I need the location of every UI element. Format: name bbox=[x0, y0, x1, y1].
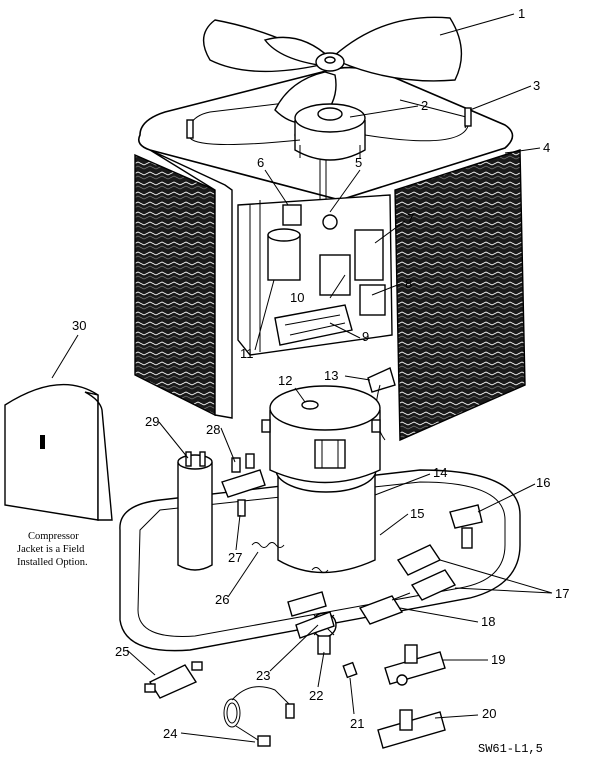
callout-5: 5 bbox=[355, 155, 362, 170]
drier-18 bbox=[358, 592, 411, 625]
note-line-2: Jacket is a Field bbox=[17, 544, 85, 555]
service-valve-20 bbox=[377, 709, 446, 749]
callout-23: 23 bbox=[256, 668, 270, 683]
callout-17: 17 bbox=[555, 586, 569, 601]
callout-10: 10 bbox=[290, 290, 304, 305]
coil-26 bbox=[251, 542, 329, 573]
callout-24: 24 bbox=[163, 726, 177, 741]
sensor-harness-24 bbox=[223, 686, 295, 747]
callout-16: 16 bbox=[536, 475, 550, 490]
callout-9: 9 bbox=[362, 329, 369, 344]
callout-2: 2 bbox=[421, 98, 428, 113]
fan-guard-mounts bbox=[186, 107, 472, 146]
callout-6: 6 bbox=[257, 155, 264, 170]
service-valve-19 bbox=[384, 644, 446, 686]
callout-7: 7 bbox=[407, 211, 414, 226]
callout-19: 19 bbox=[491, 652, 505, 667]
callout-8: 8 bbox=[405, 276, 412, 291]
callout-labels: 1 2 3 4 5 6 7 8 9 10 11 12 13 14 15 16 1… bbox=[72, 6, 569, 741]
jacket-note: Compressor Jacket is a Field Installed O… bbox=[17, 531, 88, 568]
accumulator bbox=[177, 451, 213, 571]
callout-15: 15 bbox=[410, 506, 424, 521]
callout-12: 12 bbox=[278, 373, 292, 388]
callout-11: 11 bbox=[240, 346, 254, 361]
leader-lines bbox=[51, 13, 553, 743]
callout-21: 21 bbox=[350, 716, 364, 731]
tube-23 bbox=[287, 591, 335, 639]
compressor bbox=[261, 385, 381, 574]
callout-26: 26 bbox=[215, 592, 229, 607]
callout-18: 18 bbox=[481, 614, 495, 629]
right-coil bbox=[394, 149, 526, 442]
callout-14: 14 bbox=[433, 465, 447, 480]
callout-4: 4 bbox=[543, 140, 550, 155]
callout-22: 22 bbox=[309, 688, 323, 703]
valve-core-21 bbox=[342, 661, 358, 679]
callout-30: 30 bbox=[72, 318, 86, 333]
compressor-jacket bbox=[4, 383, 113, 521]
valve-fitting-28 bbox=[221, 453, 266, 517]
callout-13: 13 bbox=[324, 368, 338, 383]
callout-1: 1 bbox=[518, 6, 525, 21]
callout-27: 27 bbox=[228, 550, 242, 565]
fan-motor bbox=[294, 103, 366, 200]
callout-25: 25 bbox=[115, 644, 129, 659]
valve-16 bbox=[449, 504, 483, 549]
left-coil bbox=[134, 149, 233, 419]
note-line-3: Installed Option. bbox=[17, 557, 88, 568]
muffler-25 bbox=[144, 661, 203, 699]
drawing-code: SW61-L1,5 bbox=[478, 742, 543, 756]
callout-20: 20 bbox=[482, 706, 496, 721]
callout-3: 3 bbox=[533, 78, 540, 93]
callout-28: 28 bbox=[206, 422, 220, 437]
note-line-1: Compressor bbox=[28, 531, 79, 542]
callout-29: 29 bbox=[145, 414, 159, 429]
